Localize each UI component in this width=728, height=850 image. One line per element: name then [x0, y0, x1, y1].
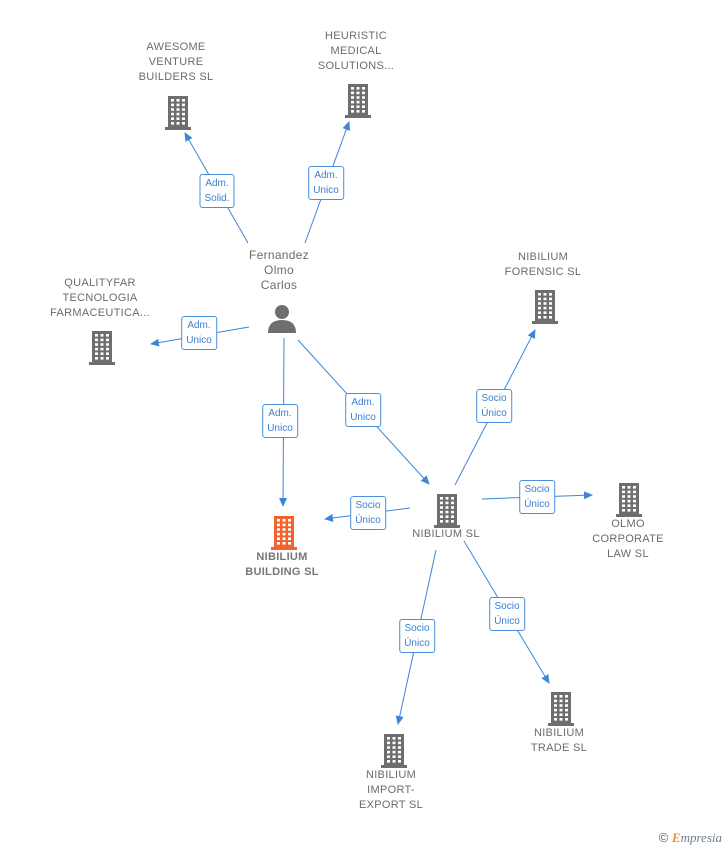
building-icon[interactable]	[271, 516, 297, 550]
copyright-notice: © Empresia	[659, 830, 722, 846]
node-label-forensic[interactable]: NIBILIUM FORENSIC SL	[504, 251, 582, 278]
node-label-nibilium[interactable]: NIBILIUM SL	[412, 528, 480, 540]
node-label-import[interactable]: NIBILIUM IMPORT- EXPORT SL	[358, 769, 424, 811]
node-label-building[interactable]: NIBILIUM BUILDING SL	[245, 551, 319, 578]
edge-label-nibilium-olmo[interactable]: Socio Único	[519, 480, 555, 514]
node-label-olmo[interactable]: OLMO CORPORATE LAW SL	[592, 518, 664, 560]
edge-label-nibilium-building[interactable]: Socio Único	[350, 496, 386, 530]
building-icon[interactable]	[165, 96, 191, 130]
node-label-person[interactable]: Fernandez Olmo Carlos	[248, 248, 310, 292]
edge-label-person-awesome[interactable]: Adm. Solid.	[199, 174, 235, 208]
edge-label-person-nibilium[interactable]: Adm. Unico	[345, 393, 381, 427]
brand-logo-initial: E	[671, 830, 681, 845]
building-icon[interactable]	[616, 483, 642, 517]
node-label-heuristic[interactable]: HEURISTIC MEDICAL SOLUTIONS...	[317, 30, 395, 72]
edge-label-person-building[interactable]: Adm. Unico	[262, 404, 298, 438]
edge-label-person-qualityfar[interactable]: Adm. Unico	[181, 316, 217, 350]
edge-label-nibilium-forensic[interactable]: Socio Único	[476, 389, 512, 423]
edge-label-nibilium-trade[interactable]: Socio Único	[489, 597, 525, 631]
edge-label-person-heuristic[interactable]: Adm. Unico	[308, 166, 344, 200]
node-label-trade[interactable]: NIBILIUM TRADE SL	[530, 727, 588, 754]
building-icon[interactable]	[434, 494, 460, 528]
node-label-awesome[interactable]: AWESOME VENTURE BUILDERS SL	[138, 41, 214, 83]
brand-logo-text: mpresia	[680, 830, 722, 845]
edge-label-nibilium-import[interactable]: Socio Único	[399, 619, 435, 653]
building-icon[interactable]	[89, 331, 115, 365]
building-icon[interactable]	[345, 84, 371, 118]
copyright-symbol: ©	[658, 830, 669, 845]
building-icon[interactable]	[381, 734, 407, 768]
building-icon[interactable]	[532, 290, 558, 324]
node-label-qualityfar[interactable]: QUALITYFAR TECNOLOGIA FARMACEUTICA...	[50, 277, 150, 319]
person-icon[interactable]	[268, 305, 296, 333]
building-icon[interactable]	[548, 692, 574, 726]
